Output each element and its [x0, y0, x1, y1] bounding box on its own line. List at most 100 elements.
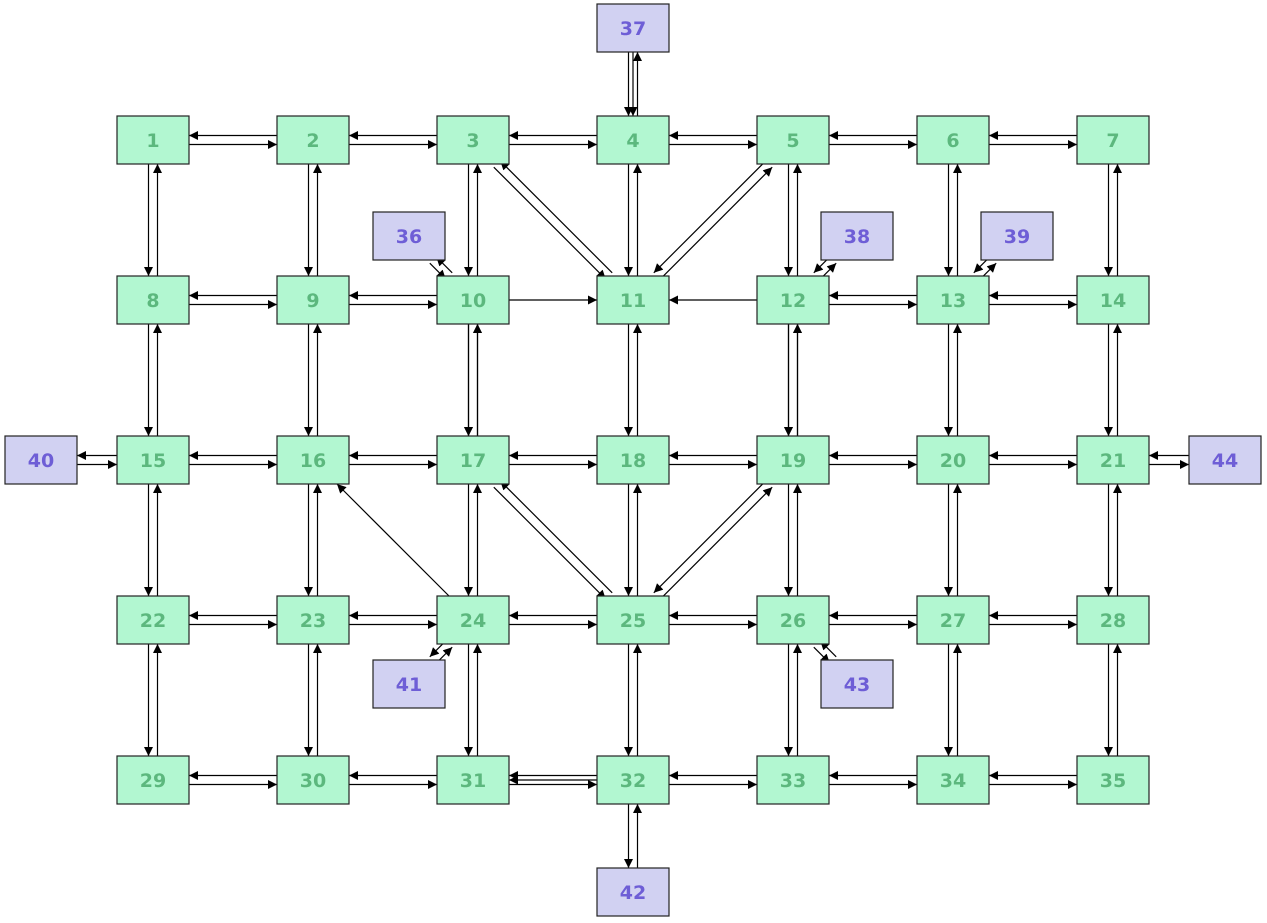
node-box — [116, 275, 190, 325]
node-label: 27 — [940, 610, 966, 632]
node-label: 15 — [140, 450, 166, 472]
node-label: 3 — [466, 130, 479, 152]
node-label: 9 — [306, 290, 319, 312]
node-box — [916, 755, 990, 805]
node-22: 22 — [116, 595, 190, 645]
node-box — [596, 3, 670, 53]
edge-19-to-25 — [653, 480, 767, 594]
node-label: 18 — [620, 450, 646, 472]
node-box — [436, 755, 510, 805]
node-box — [596, 115, 670, 165]
node-21: 21 — [1076, 435, 1150, 485]
node-20: 20 — [916, 435, 990, 485]
node-box — [756, 275, 830, 325]
node-box — [1076, 435, 1150, 485]
node-label: 40 — [28, 450, 54, 472]
node-5: 5 — [756, 115, 830, 165]
node-label: 41 — [396, 674, 422, 696]
node-box — [1076, 115, 1150, 165]
node-label: 20 — [940, 450, 966, 472]
node-28: 28 — [1076, 595, 1150, 645]
node-box — [1076, 275, 1150, 325]
edge-5-to-11 — [653, 160, 767, 274]
node-box — [116, 435, 190, 485]
node-17: 17 — [436, 435, 510, 485]
node-label: 37 — [620, 18, 646, 40]
edge-25-to-17 — [499, 480, 613, 594]
node-label: 11 — [620, 290, 646, 312]
node-box — [1076, 595, 1150, 645]
node-35: 35 — [1076, 755, 1150, 805]
node-label: 36 — [396, 226, 422, 248]
node-14: 14 — [1076, 275, 1150, 325]
node-label: 44 — [1212, 450, 1238, 472]
node-box — [436, 275, 510, 325]
node-label: 12 — [780, 290, 806, 312]
node-18: 18 — [596, 435, 670, 485]
edge-11-to-3 — [499, 160, 613, 274]
node-39: 39 — [980, 211, 1054, 261]
edge-layer — [77, 52, 1189, 868]
node-label: 23 — [300, 610, 326, 632]
node-31: 31 — [436, 755, 510, 805]
node-label: 34 — [940, 770, 966, 792]
edge-11-to-5 — [659, 166, 773, 280]
node-box — [916, 275, 990, 325]
node-label: 8 — [146, 290, 159, 312]
node-box — [436, 115, 510, 165]
node-2: 2 — [276, 115, 350, 165]
node-box — [980, 211, 1054, 261]
edge-17-to-25 — [493, 486, 607, 600]
node-box — [436, 435, 510, 485]
node-36: 36 — [372, 211, 446, 261]
node-19: 19 — [756, 435, 830, 485]
node-1: 1 — [116, 115, 190, 165]
node-box — [820, 211, 894, 261]
node-box — [276, 595, 350, 645]
node-box — [820, 659, 894, 709]
node-label: 25 — [620, 610, 646, 632]
node-label: 43 — [844, 674, 870, 696]
edge-25-to-19 — [659, 486, 773, 600]
node-34: 34 — [916, 755, 990, 805]
node-label: 6 — [946, 130, 959, 152]
node-13: 13 — [916, 275, 990, 325]
node-label: 19 — [780, 450, 806, 472]
node-label: 26 — [780, 610, 806, 632]
node-box — [276, 435, 350, 485]
node-box — [596, 275, 670, 325]
node-box — [372, 659, 446, 709]
node-box — [4, 435, 78, 485]
node-label: 33 — [780, 770, 806, 792]
edge-3-to-11 — [493, 166, 607, 280]
node-label: 4 — [626, 130, 639, 152]
node-38: 38 — [820, 211, 894, 261]
node-label: 1 — [146, 130, 159, 152]
node-label: 24 — [460, 610, 486, 632]
node-label: 16 — [300, 450, 326, 472]
node-label: 21 — [1100, 450, 1126, 472]
node-43: 43 — [820, 659, 894, 709]
node-box — [596, 867, 670, 917]
node-label: 7 — [1106, 130, 1119, 152]
node-box — [276, 755, 350, 805]
node-label: 2 — [306, 130, 319, 152]
node-label: 35 — [1100, 770, 1126, 792]
node-box — [916, 595, 990, 645]
node-7: 7 — [1076, 115, 1150, 165]
node-box — [596, 435, 670, 485]
node-label: 39 — [1004, 226, 1030, 248]
node-label: 38 — [844, 226, 870, 248]
node-3: 3 — [436, 115, 510, 165]
node-15: 15 — [116, 435, 190, 485]
node-box — [756, 115, 830, 165]
node-label: 30 — [300, 770, 326, 792]
node-42: 42 — [596, 867, 670, 917]
node-box — [756, 595, 830, 645]
node-41: 41 — [372, 659, 446, 709]
node-label: 22 — [140, 610, 166, 632]
node-box — [116, 595, 190, 645]
node-label: 31 — [460, 770, 486, 792]
node-12: 12 — [756, 275, 830, 325]
